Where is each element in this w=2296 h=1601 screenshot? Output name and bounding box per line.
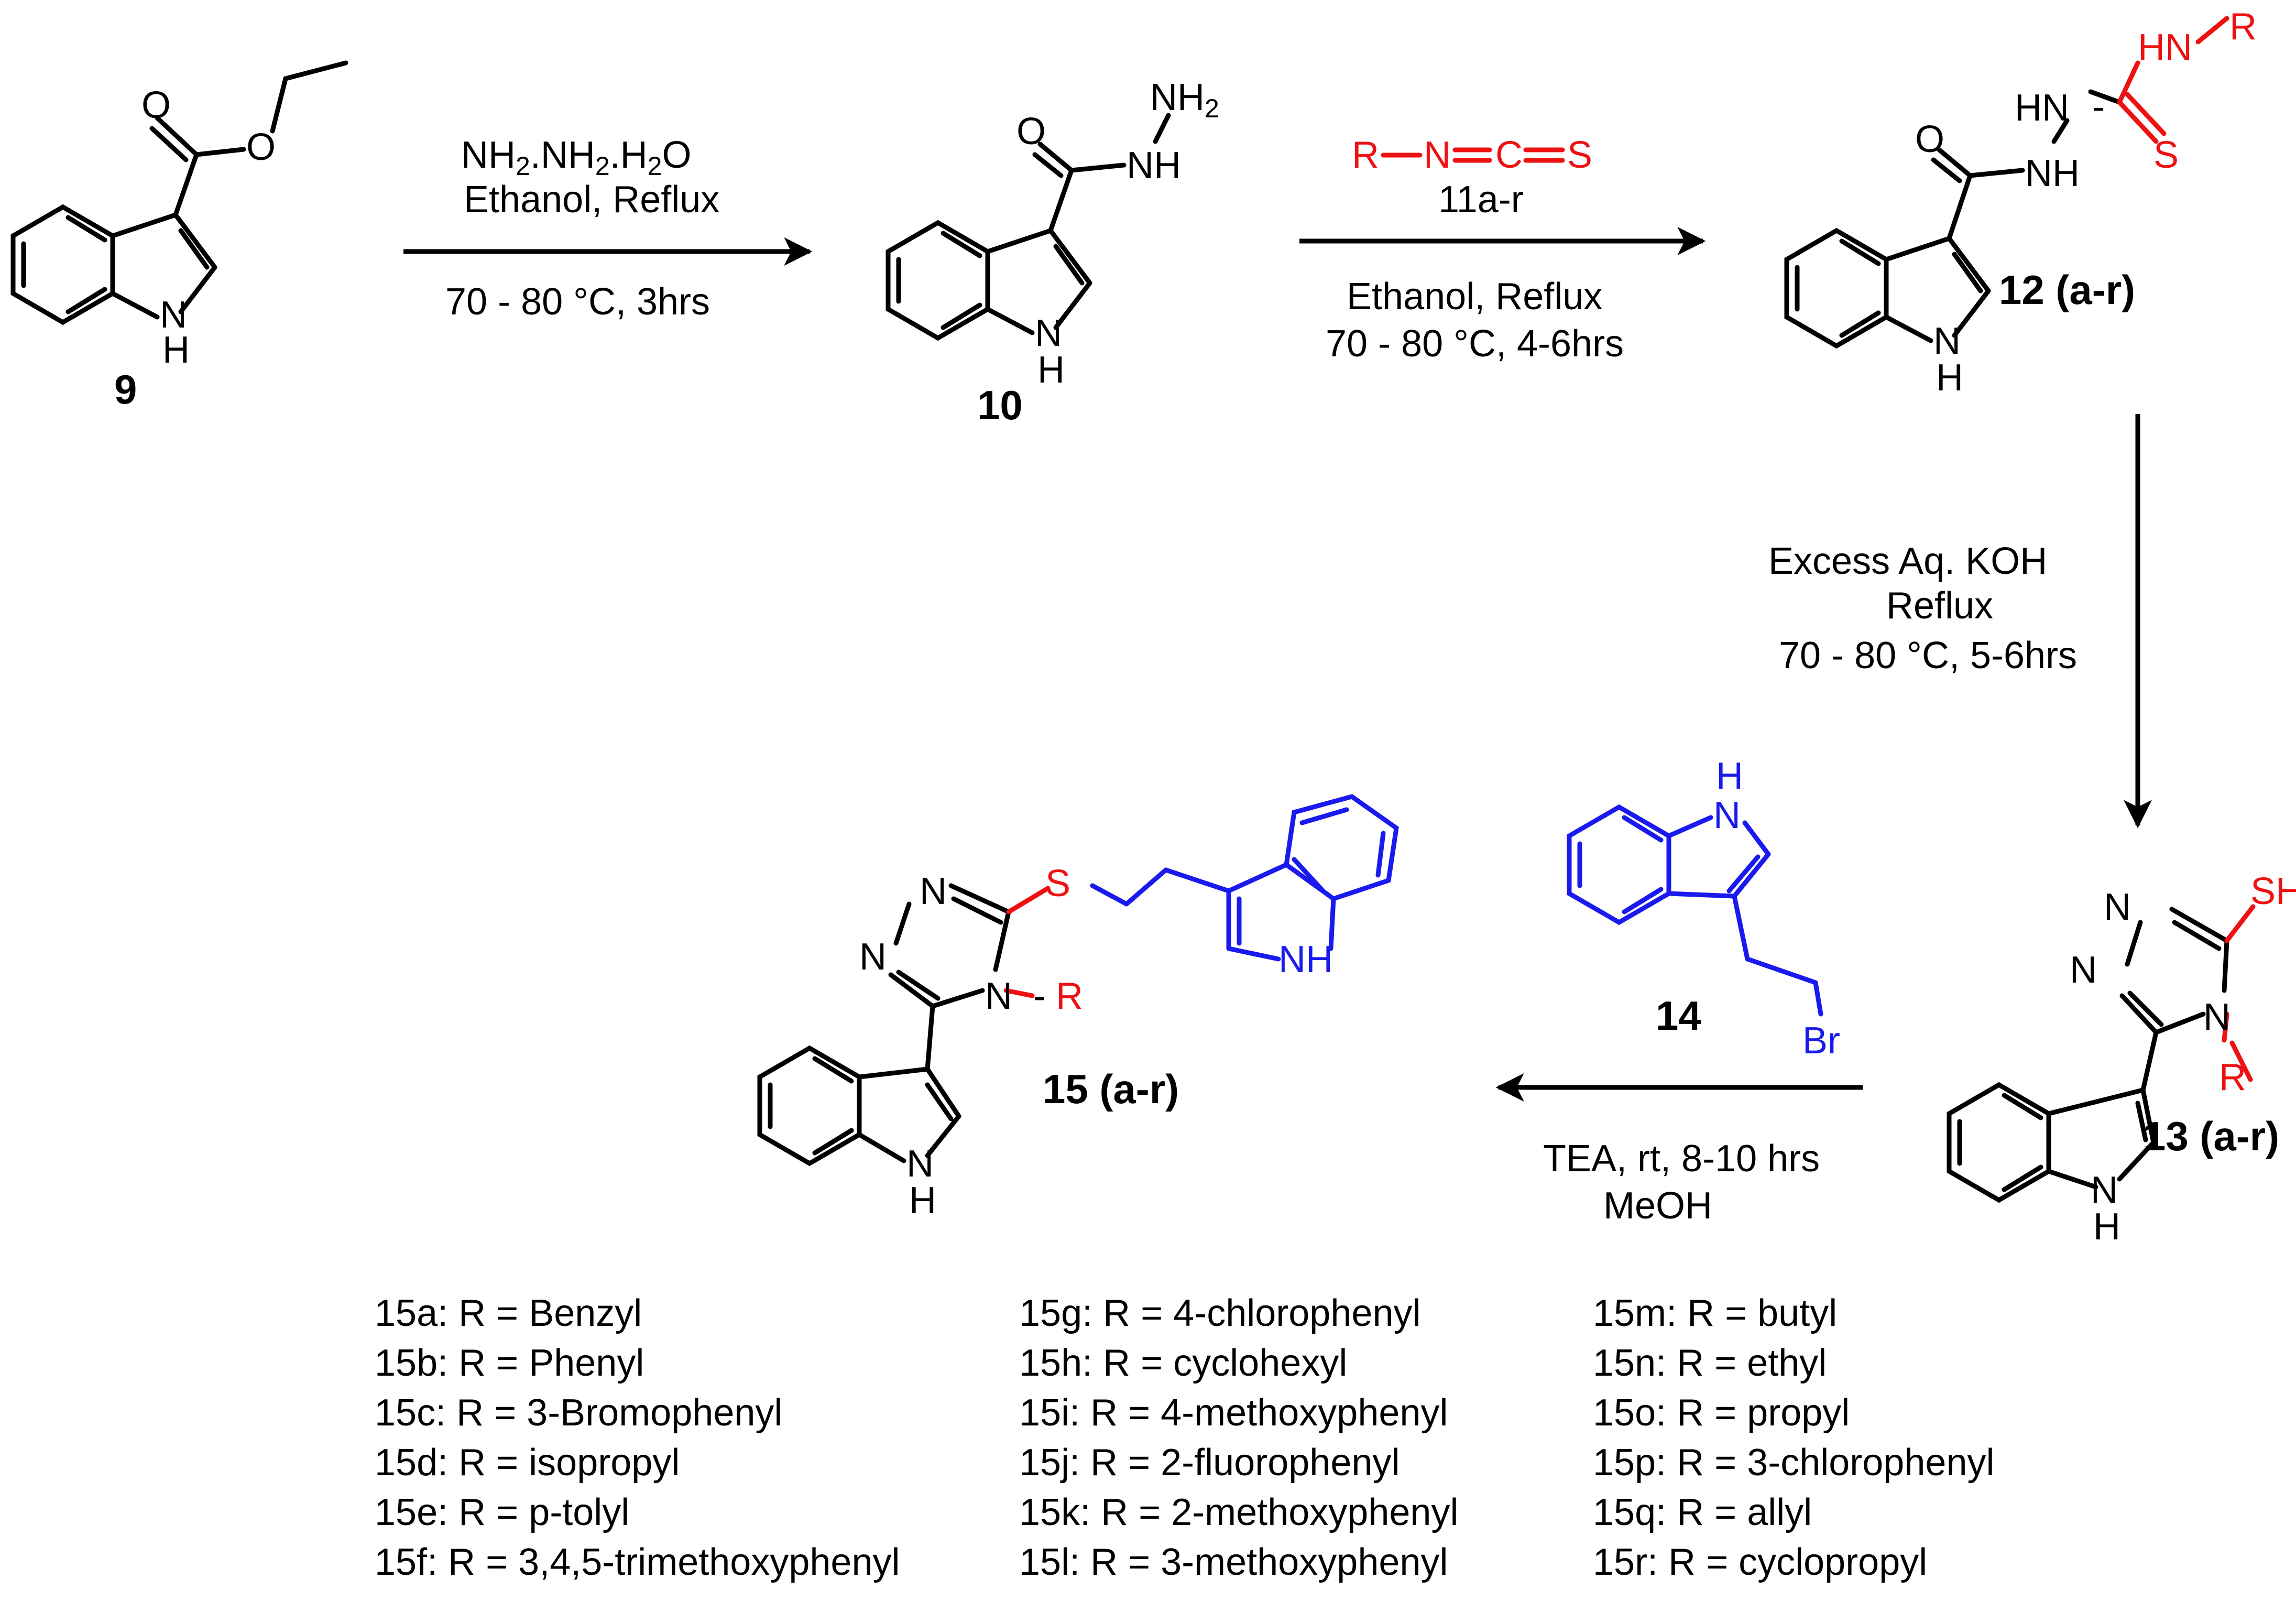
atom-n-indole: N [1713, 794, 1741, 836]
atom-r: R [2219, 1057, 2246, 1098]
atom-s: S [2153, 134, 2179, 176]
atom-h-indole: H [2093, 1206, 2120, 1248]
substituent-item: 15m: R = butyl [1593, 1292, 1837, 1334]
step4-solvent: MeOH [1603, 1185, 1712, 1227]
compound-14-label: 14 [1656, 993, 1701, 1039]
substituent-item: 15a: R = Benzyl [375, 1292, 642, 1334]
substituent-list: 15a: R = Benzyl 15b: R = Phenyl 15c: R =… [375, 1292, 1994, 1583]
substituent-item: 15g: R = 4-chlorophenyl [1019, 1292, 1420, 1334]
compound-12-label: 12 (a-r) [1999, 267, 2135, 313]
compound-9: O O N H 9 [10, 60, 348, 412]
reagent-label-11: 11a-r [1438, 179, 1524, 221]
reagent-hydrazine-hydrate: NH2.NH2.H2O [461, 134, 691, 181]
substituent-column-2: 15g: R = 4-chlorophenyl 15h: R = cyclohe… [1019, 1292, 1458, 1583]
atom-n2: N [859, 936, 887, 978]
substituent-item: 15d: R = isopropyl [375, 1442, 680, 1484]
substituent-item: 15k: R = 2-methoxyphenyl [1019, 1491, 1458, 1533]
atom-n-indole: N [1933, 320, 1961, 362]
compound-13-label: 13 (a-r) [2143, 1113, 2279, 1159]
atom-r: R [2229, 6, 2257, 48]
step2-temperature-time: 70 - 80 °C, 4-6hrs [1326, 323, 1624, 365]
compound-13: N N N SH R N H 13 (a-r) [1947, 870, 2296, 1248]
atom-h-indole: H [1716, 755, 1743, 797]
atom-nh2: NH2 [1150, 77, 1219, 123]
atom-n-indole: N [1035, 312, 1062, 354]
compound-10-label: 10 [977, 382, 1023, 428]
atom-nh-indole-blue: NH [1278, 939, 1333, 981]
atom-n4: N [985, 975, 1012, 1017]
atom-hn: HN [2015, 87, 2069, 129]
substituent-item: 15b: R = Phenyl [375, 1342, 644, 1384]
atom-n1: N [920, 870, 947, 912]
atom-hyphen: - [1033, 975, 1046, 1017]
substituent-item: 15n: R = ethyl [1593, 1342, 1827, 1384]
atom-n4: N [2203, 996, 2231, 1038]
atom-br: Br [1802, 1020, 1840, 1062]
compound-10: O NH NH2 N H 10 [885, 77, 1219, 428]
atom-n-indole: N [160, 294, 187, 336]
step4-conditions: TEA, rt, 8-10 hrs [1543, 1138, 1820, 1180]
step1-temperature-time: 70 - 80 °C, 3hrs [445, 281, 710, 323]
atom-h-indole: H [1037, 349, 1065, 391]
substituent-item: 15p: R = 3-chlorophenyl [1593, 1442, 1994, 1484]
atom-o-ester: O [246, 126, 276, 168]
substituent-item: 15j: R = 2-fluorophenyl [1019, 1442, 1400, 1484]
substituent-column-3: 15m: R = butyl 15n: R = ethyl 15o: R = p… [1593, 1292, 1994, 1583]
step1-solvent: Ethanol, Reflux [464, 179, 719, 221]
substituent-item: 15e: R = p-tolyl [375, 1491, 629, 1533]
atom-n-indole: N [2091, 1169, 2118, 1211]
atom-o-carbonyl: O [1915, 118, 1944, 160]
reaction-step-3: Excess Aq. KOH Reflux 70 - 80 °C, 5-6hrs [1768, 414, 2152, 829]
atom-h-indole: H [909, 1180, 936, 1222]
atom-hn-thiourea: HN [2138, 27, 2192, 69]
atom-o-carbonyl: O [1016, 111, 1046, 153]
reaction-step-4: TEA, rt, 8-10 hrs MeOH [1495, 1073, 1863, 1227]
step3-reflux: Reflux [1886, 585, 1993, 627]
atom-n2: N [2070, 949, 2097, 991]
compound-9-label: 9 [114, 366, 137, 412]
substituent-item: 15h: R = cyclohexyl [1019, 1342, 1347, 1384]
atom-nh: NH [2025, 153, 2080, 194]
compound-14: H N Br 14 [1567, 755, 1840, 1062]
compound-12: O NH HN - HN R S N H 12 (a-r) [1784, 6, 2257, 399]
atom-hyphen: - [2092, 86, 2105, 128]
atom-n-indole: N [906, 1143, 934, 1185]
substituent-item: 15c: R = 3-Bromophenyl [375, 1392, 782, 1434]
substituent-column-1: 15a: R = Benzyl 15b: R = Phenyl 15c: R =… [375, 1292, 900, 1583]
substituent-item: 15i: R = 4-methoxyphenyl [1019, 1392, 1448, 1434]
compound-15-label: 15 (a-r) [1043, 1066, 1179, 1112]
atom-sh: SH [2250, 870, 2296, 912]
atom-o-carbonyl: O [141, 84, 171, 126]
atom-s: S [1045, 863, 1070, 905]
atom-n1: N [2104, 886, 2131, 928]
reaction-step-1: NH2.NH2.H2O Ethanol, Reflux 70 - 80 °C, … [403, 134, 813, 323]
atom-nh: NH [1127, 145, 1181, 187]
substituent-item: 15r: R = cyclopropyl [1593, 1541, 1927, 1583]
atom-r: R [1056, 975, 1083, 1017]
step2-solvent: Ethanol, Reflux [1347, 276, 1602, 318]
atom-h-indole: H [1936, 357, 1963, 399]
step3-reagent: Excess Aq. KOH [1768, 540, 2047, 582]
atom-h-indole: H [162, 329, 190, 371]
compound-15: N N N S - R NH N H 15 (a-r) [757, 794, 1399, 1222]
substituent-item: 15l: R = 3-methoxyphenyl [1019, 1541, 1448, 1583]
substituent-item: 15o: R = propyl [1593, 1392, 1850, 1434]
step3-temperature-time: 70 - 80 °C, 5-6hrs [1779, 635, 2077, 677]
substituent-item: 15f: R = 3,4,5-trimethoxyphenyl [375, 1541, 900, 1583]
substituent-item: 15q: R = allyl [1593, 1491, 1812, 1533]
